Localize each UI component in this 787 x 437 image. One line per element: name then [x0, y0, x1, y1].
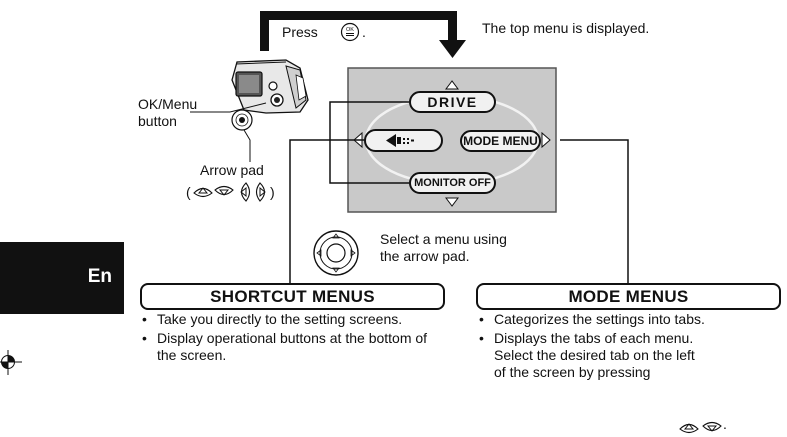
connector-lines	[289, 101, 629, 284]
mode-menus-list: Categorizes the settings into tabs. Disp…	[477, 311, 705, 383]
arrow-pad-label: Arrow pad	[200, 162, 264, 178]
inline-arrow-up-icon	[679, 423, 699, 434]
language-tab-label: En	[87, 266, 112, 287]
shortcut-menus-title: SHORTCUT MENUS	[140, 283, 445, 310]
camera-leader-lines	[190, 102, 267, 162]
lcd-monitor-off-pill: MONITOR OFF	[409, 172, 496, 194]
camera-icon	[231, 59, 309, 114]
registration-mark-icon	[0, 350, 22, 375]
mode-bullet-end-period: .	[723, 416, 727, 432]
lcd-mode-menu-pill: MODE MENU	[460, 130, 541, 152]
shortcut-bullet-2: Display operational buttons at the botto…	[140, 330, 450, 364]
arrow-pad-paren-close: )	[270, 184, 275, 200]
lcd-shortcut-pill	[364, 129, 443, 152]
language-tab: En	[0, 242, 124, 314]
arrow-left-icon	[240, 182, 251, 202]
lcd-drive-pill: DRIVE	[409, 91, 496, 113]
ok-menu-label: OK/Menu	[138, 96, 198, 112]
mode-bullet-1: Categorizes the settings into tabs.	[477, 311, 705, 328]
arrow-up-icon	[193, 187, 213, 198]
lcd-arrow-up-icon	[445, 80, 459, 90]
arrow-down-icon	[214, 185, 234, 196]
shortcut-bullet-1: Take you directly to the setting screens…	[140, 311, 450, 328]
shortcut-icon	[386, 134, 396, 147]
camera-arrow-pad-icon	[231, 109, 253, 131]
select-menu-line1: Select a menu using	[380, 231, 507, 247]
arrow-right-icon	[255, 182, 266, 202]
inline-arrow-down-icon	[702, 421, 722, 432]
mode-bullet-2: Displays the tabs of each menu. Select t…	[477, 330, 705, 381]
svg-text:OK: OK	[346, 27, 354, 33]
top-menu-displayed-label: The top menu is displayed.	[482, 20, 650, 36]
lcd-arrow-right-icon	[541, 131, 551, 149]
flow-arrow	[260, 11, 466, 58]
ok-menu-button-icon: OK	[340, 22, 360, 42]
press-label: Press	[282, 24, 318, 40]
arrow-pad-paren-open: (	[186, 184, 191, 200]
arrow-pad-icon	[313, 230, 359, 276]
shortcut-menus-list: Take you directly to the setting screens…	[140, 311, 450, 366]
press-period: .	[362, 24, 366, 40]
ok-menu-label-line2: button	[138, 113, 177, 129]
mode-menus-title: MODE MENUS	[476, 283, 781, 310]
lcd-arrow-down-icon	[445, 197, 459, 207]
select-menu-line2: the arrow pad.	[380, 248, 470, 264]
